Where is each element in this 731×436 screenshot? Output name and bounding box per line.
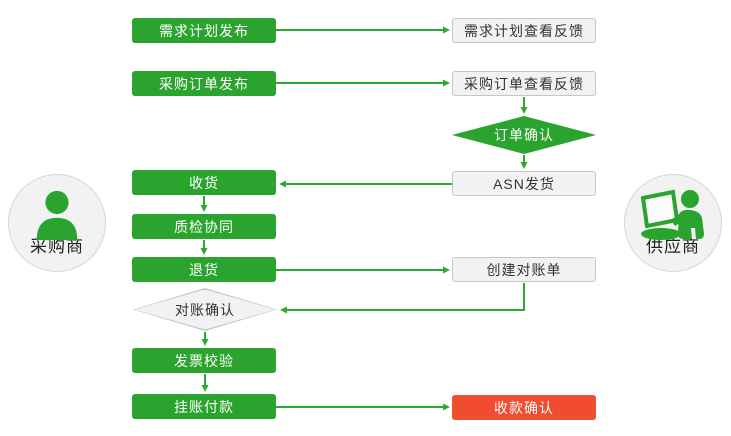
buyer-person-icon [36, 190, 78, 241]
node-demand-plan-feedback: 需求计划查看反馈 [452, 18, 596, 43]
node-book-payment: 挂账付款 [132, 394, 276, 419]
buyer-label: 采购商 [30, 237, 84, 256]
node-receipt-confirm: 收款确认 [452, 395, 596, 420]
node-return-goods: 退货 [132, 257, 276, 282]
node-order-confirm: 订单确认 [452, 116, 596, 154]
order-confirm-label: 订单确认 [494, 127, 554, 143]
node-create-statement: 创建对账单 [452, 257, 596, 282]
node-quality-collab: 质检协同 [132, 214, 276, 239]
node-asn-ship: ASN发货 [452, 171, 596, 196]
node-invoice-verify: 发票校验 [132, 348, 276, 373]
node-demand-plan-publish: 需求计划发布 [132, 18, 276, 43]
supplier-label: 供应商 [646, 237, 700, 256]
node-receive-goods: 收货 [132, 170, 276, 195]
node-po-feedback: 采购订单查看反馈 [452, 71, 596, 96]
statement-confirm-label: 对账确认 [175, 301, 235, 318]
supplier-actor: 供应商 [624, 174, 722, 272]
node-statement-confirm: 对账确认 [133, 288, 277, 331]
supplier-laptop-icon [640, 189, 704, 240]
buyer-actor: 采购商 [8, 174, 106, 272]
node-po-publish: 采购订单发布 [132, 71, 276, 96]
